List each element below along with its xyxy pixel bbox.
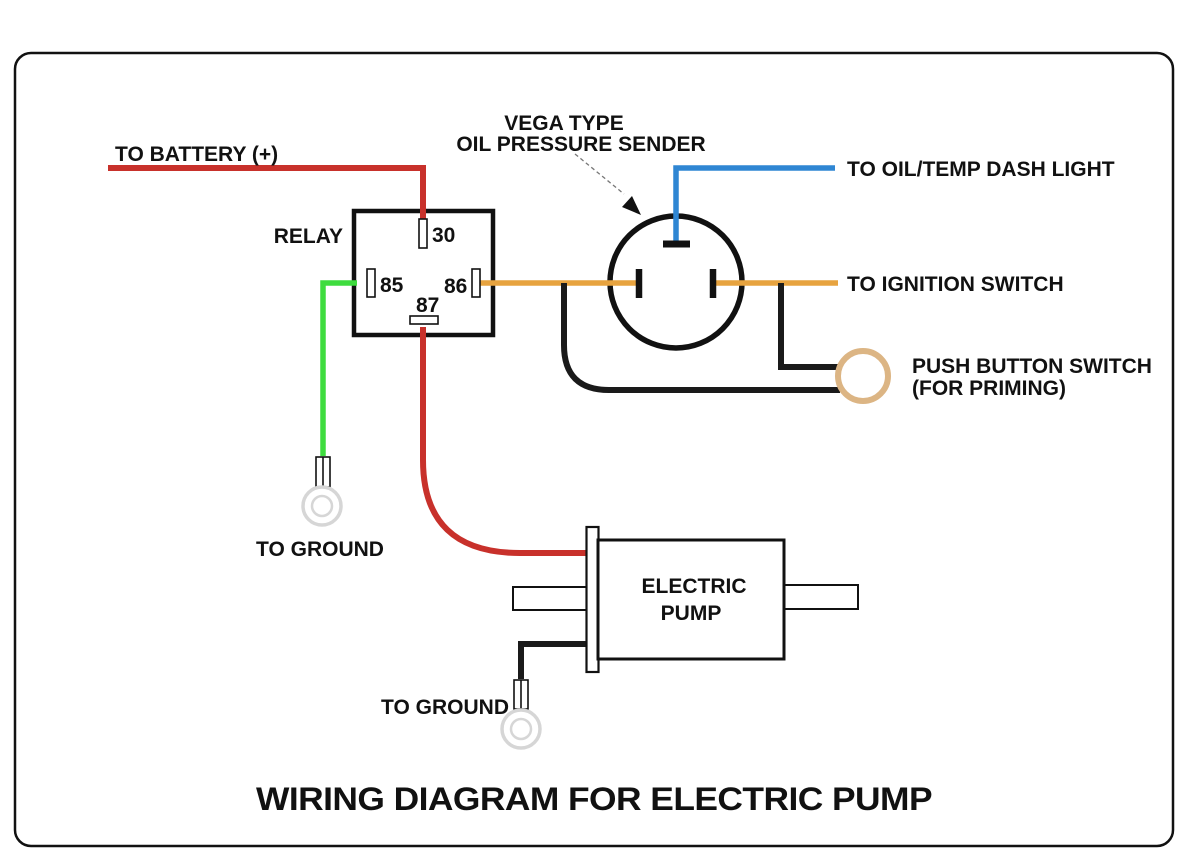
pump-label-line2: PUMP [661,602,722,625]
relay-terminal-30 [418,218,428,249]
diagram-border [13,51,1175,848]
dash-light-wire [673,165,835,246]
pump-outlet-pipe [783,584,859,610]
battery-wire [108,165,426,220]
push-button-wire-upper [778,283,838,370]
relay-terminal-86-label: 86 [444,275,467,298]
relay-terminal-85-label: 85 [380,274,404,297]
sender-label-line2: OIL PRESSURE SENDER [456,133,705,156]
relay-terminal-87-label: 87 [416,294,439,317]
pump-ground-wire [518,641,590,679]
relay-terminal-85 [366,268,376,298]
ring-terminal-left-inner-icon [310,494,334,518]
sender-label-leader-line [574,153,625,195]
electric-pump-box [596,538,786,661]
relay-label: RELAY [274,225,343,248]
push-button-label-line2: (FOR PRIMING) [912,377,1066,400]
to-battery-label: TO BATTERY (+) [115,143,278,166]
push-button-switch [835,348,891,404]
pump-label-line1: ELECTRIC [642,575,747,598]
ring-terminal-bottom-inner-icon [509,717,533,741]
sender-label-arrowhead-icon [622,196,641,215]
relay-terminal-30-label: 30 [432,224,455,247]
to-ignition-label: TO IGNITION SWITCH [847,273,1064,296]
to-ground-left-label: TO GROUND [256,538,384,561]
relay-terminal-87 [409,315,439,325]
to-ground-bottom-label: TO GROUND [381,696,509,719]
diagram-title: WIRING DIAGRAM FOR ELECTRIC PUMP [256,781,932,817]
push-button-label-line1: PUSH BUTTON SWITCH [912,355,1152,378]
pump-inlet-pipe [512,586,589,611]
pump-power-wire [420,327,590,556]
sender-label-line1: VEGA TYPE [504,112,623,135]
push-button-wire-lower [561,283,840,393]
relay-ground-wire [320,280,357,456]
to-dash-light-label: TO OIL/TEMP DASH LIGHT [847,158,1115,181]
relay-terminal-86 [471,268,481,298]
